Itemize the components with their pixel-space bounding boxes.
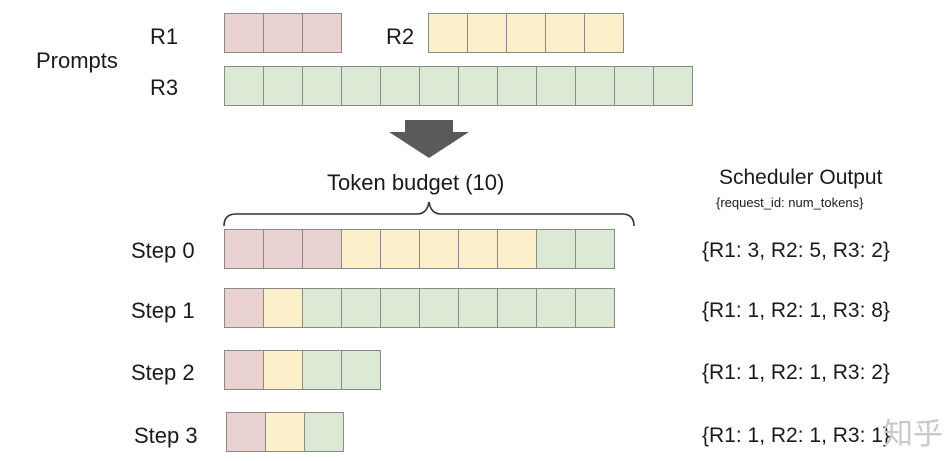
r2-token-cell — [506, 13, 546, 53]
step-2-output: {R1: 1, R2: 1, R3: 2} — [702, 361, 890, 384]
r3-token-cell — [341, 288, 381, 328]
step-2-row — [224, 350, 381, 390]
r3-token-cell — [575, 288, 615, 328]
token-budget-brace — [223, 201, 635, 227]
r1-token-cell — [224, 229, 264, 269]
r3-token-cell — [536, 288, 576, 328]
r2-token-cell — [545, 13, 585, 53]
r3-token-cell — [224, 66, 264, 106]
step-3-output: {R1: 1, R2: 1, R3: 1} — [702, 424, 890, 447]
step-3-row — [226, 412, 344, 452]
r3-token-cell — [302, 350, 342, 390]
r3-label: R3 — [150, 75, 179, 100]
r3-token-cell — [575, 229, 615, 269]
r3-token-cell — [536, 66, 576, 106]
r3-token-cell — [304, 412, 344, 452]
step-1-output: {R1: 1, R2: 1, R3: 8} — [702, 299, 890, 322]
r1-label: R1 — [150, 24, 179, 49]
prompts-label: Prompts — [36, 48, 118, 73]
r1-token-cell — [226, 412, 266, 452]
r2-token-cell — [419, 229, 459, 269]
r2-label: R2 — [386, 24, 415, 49]
token-budget-label: Token budget (10) — [327, 170, 505, 195]
step-2-label: Step 2 — [131, 360, 195, 385]
r2-token-cell — [263, 350, 303, 390]
r3-token-cell — [302, 288, 342, 328]
r2-token-cell — [428, 13, 468, 53]
scheduler-output-title: Scheduler Output — [719, 166, 883, 189]
r2-token-cell — [380, 229, 420, 269]
r1-token-cell — [302, 229, 342, 269]
r3-token-cell — [380, 66, 420, 106]
scheduler-output-subtitle: {request_id: num_tokens} — [716, 195, 864, 210]
step-0-row — [224, 229, 615, 269]
r3-token-cell — [653, 66, 693, 106]
r3-prompt-row — [224, 66, 693, 106]
r3-token-cell — [380, 288, 420, 328]
r2-token-cell — [584, 13, 624, 53]
r1-token-cell — [224, 288, 264, 328]
r1-token-cell — [263, 229, 303, 269]
r3-token-cell — [614, 66, 654, 106]
step-1-label: Step 1 — [131, 298, 195, 323]
zhihu-watermark: 知乎 — [883, 418, 943, 451]
r3-token-cell — [458, 66, 498, 106]
r3-token-cell — [419, 288, 459, 328]
step-0-output: {R1: 3, R2: 5, R3: 2} — [702, 239, 890, 262]
r2-token-cell — [458, 229, 498, 269]
r3-token-cell — [341, 66, 381, 106]
r3-token-cell — [419, 66, 459, 106]
r3-token-cell — [458, 288, 498, 328]
r2-token-cell — [263, 288, 303, 328]
r2-token-cell — [265, 412, 305, 452]
r3-token-cell — [575, 66, 615, 106]
r2-prompt-row — [428, 13, 624, 53]
r3-token-cell — [263, 66, 303, 106]
r1-token-cell — [263, 13, 303, 53]
down-arrow-icon — [389, 120, 469, 158]
r2-token-cell — [341, 229, 381, 269]
step-1-row — [224, 288, 615, 328]
r1-prompt-row — [224, 13, 342, 53]
step-0-label: Step 0 — [131, 238, 195, 263]
r3-token-cell — [497, 66, 537, 106]
r1-token-cell — [302, 13, 342, 53]
r3-token-cell — [536, 229, 576, 269]
r1-token-cell — [224, 350, 264, 390]
r3-token-cell — [302, 66, 342, 106]
step-3-label: Step 3 — [134, 423, 198, 448]
r3-token-cell — [497, 288, 537, 328]
r2-token-cell — [497, 229, 537, 269]
r1-token-cell — [224, 13, 264, 53]
r3-token-cell — [341, 350, 381, 390]
r2-token-cell — [467, 13, 507, 53]
